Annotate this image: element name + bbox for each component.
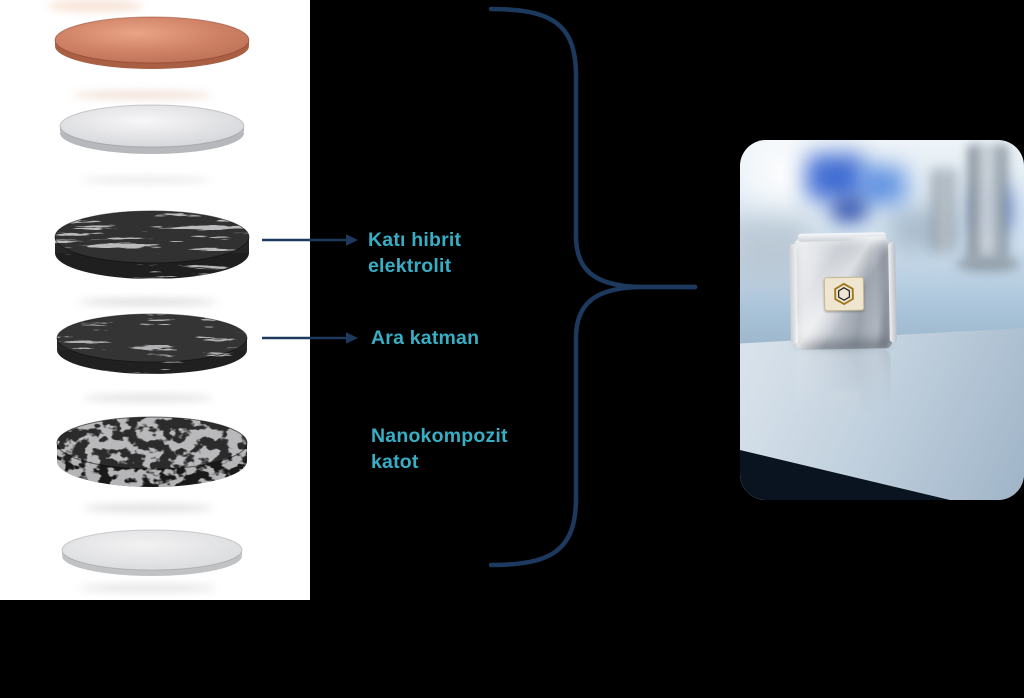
label-electrolyte-line2: elektrolit [368, 255, 452, 277]
hexagon-logo [823, 276, 865, 312]
disc-shadow [78, 298, 218, 306]
warm-glow [47, 0, 143, 12]
label-interlayer: Ara katman [371, 325, 479, 351]
disc-shadow [83, 394, 213, 402]
hexagon-logo-icon [834, 282, 854, 306]
pouch-cell [789, 232, 897, 350]
blue-bokeh-blob [832, 198, 866, 222]
disc-shadow [78, 584, 218, 592]
solid-hybrid-electrolyte-disc [54, 210, 250, 279]
blue-bokeh-blob [858, 166, 906, 204]
label-cathode-line1: Nanokompozit [371, 425, 508, 447]
label-cathode: Nanokompozit katot [371, 423, 508, 475]
layer-stack-graphic [47, 0, 250, 592]
label-electrolyte: Katı hibrit elektrolit [368, 227, 461, 279]
brace-bottom-half [488, 284, 698, 568]
pouch-cell-photo [740, 140, 1024, 500]
nanocomposite-cathode-disc [56, 416, 248, 487]
base-disc [61, 529, 243, 576]
hexagon-logo-reflection [826, 391, 860, 419]
steel-equipment-blur [956, 256, 1020, 272]
label-interlayer-line1: Ara katman [371, 327, 480, 349]
pale-separator-disc [59, 104, 245, 154]
interlayer-disc [56, 313, 248, 374]
label-electrolyte-line1: Katı hibrit [368, 229, 462, 251]
disc-shadow [81, 176, 211, 184]
layer-stack-panel [0, 0, 310, 600]
brace-top-half [488, 6, 698, 290]
pouch-reflection [795, 349, 891, 461]
steel-equipment-blur [932, 168, 956, 252]
disc-shadow [83, 504, 213, 512]
steel-equipment-blur [968, 144, 1008, 262]
label-cathode-line2: katot [371, 451, 419, 473]
copper-current-collector-disc [54, 16, 250, 69]
disc-shadow [72, 91, 212, 99]
arrowhead-icon [346, 234, 358, 246]
blue-bokeh-blob [806, 154, 864, 200]
arrowhead-icon [346, 332, 358, 344]
